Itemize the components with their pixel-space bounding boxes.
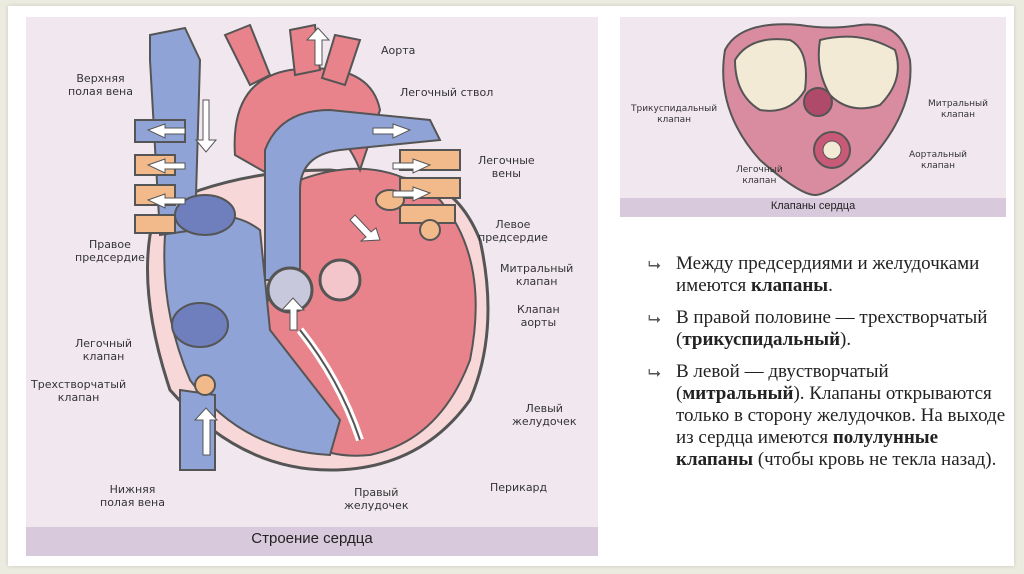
bullet-item: ⮡ В правой половине — трехстворчатый (тр…: [648, 307, 1008, 351]
label-aortic: Аортальный клапан: [909, 150, 967, 172]
bullet-arrow-icon: ⮡: [648, 254, 661, 276]
right-figure-caption: Клапаны сердца: [620, 200, 1006, 212]
bullet-item: ⮡ В левой — двустворчатый (митральный). …: [648, 361, 1008, 471]
bullet-arrow-icon: ⮡: [648, 308, 661, 330]
bullet-list: ⮡ Между предсердиями и желудочками имеют…: [648, 253, 1008, 481]
label-tricuspid: Трикуспидальный клапан: [631, 104, 717, 126]
label-pulmonary: Легочный клапан: [736, 165, 783, 187]
bullet-item: ⮡ Между предсердиями и желудочками имеют…: [648, 253, 1008, 297]
aortic-valve-center: [823, 141, 841, 159]
label-mitral: Митральный клапан: [928, 99, 988, 121]
bullet-arrow-icon: ⮡: [648, 362, 661, 384]
pulmonary-valve-shape: [804, 88, 832, 116]
